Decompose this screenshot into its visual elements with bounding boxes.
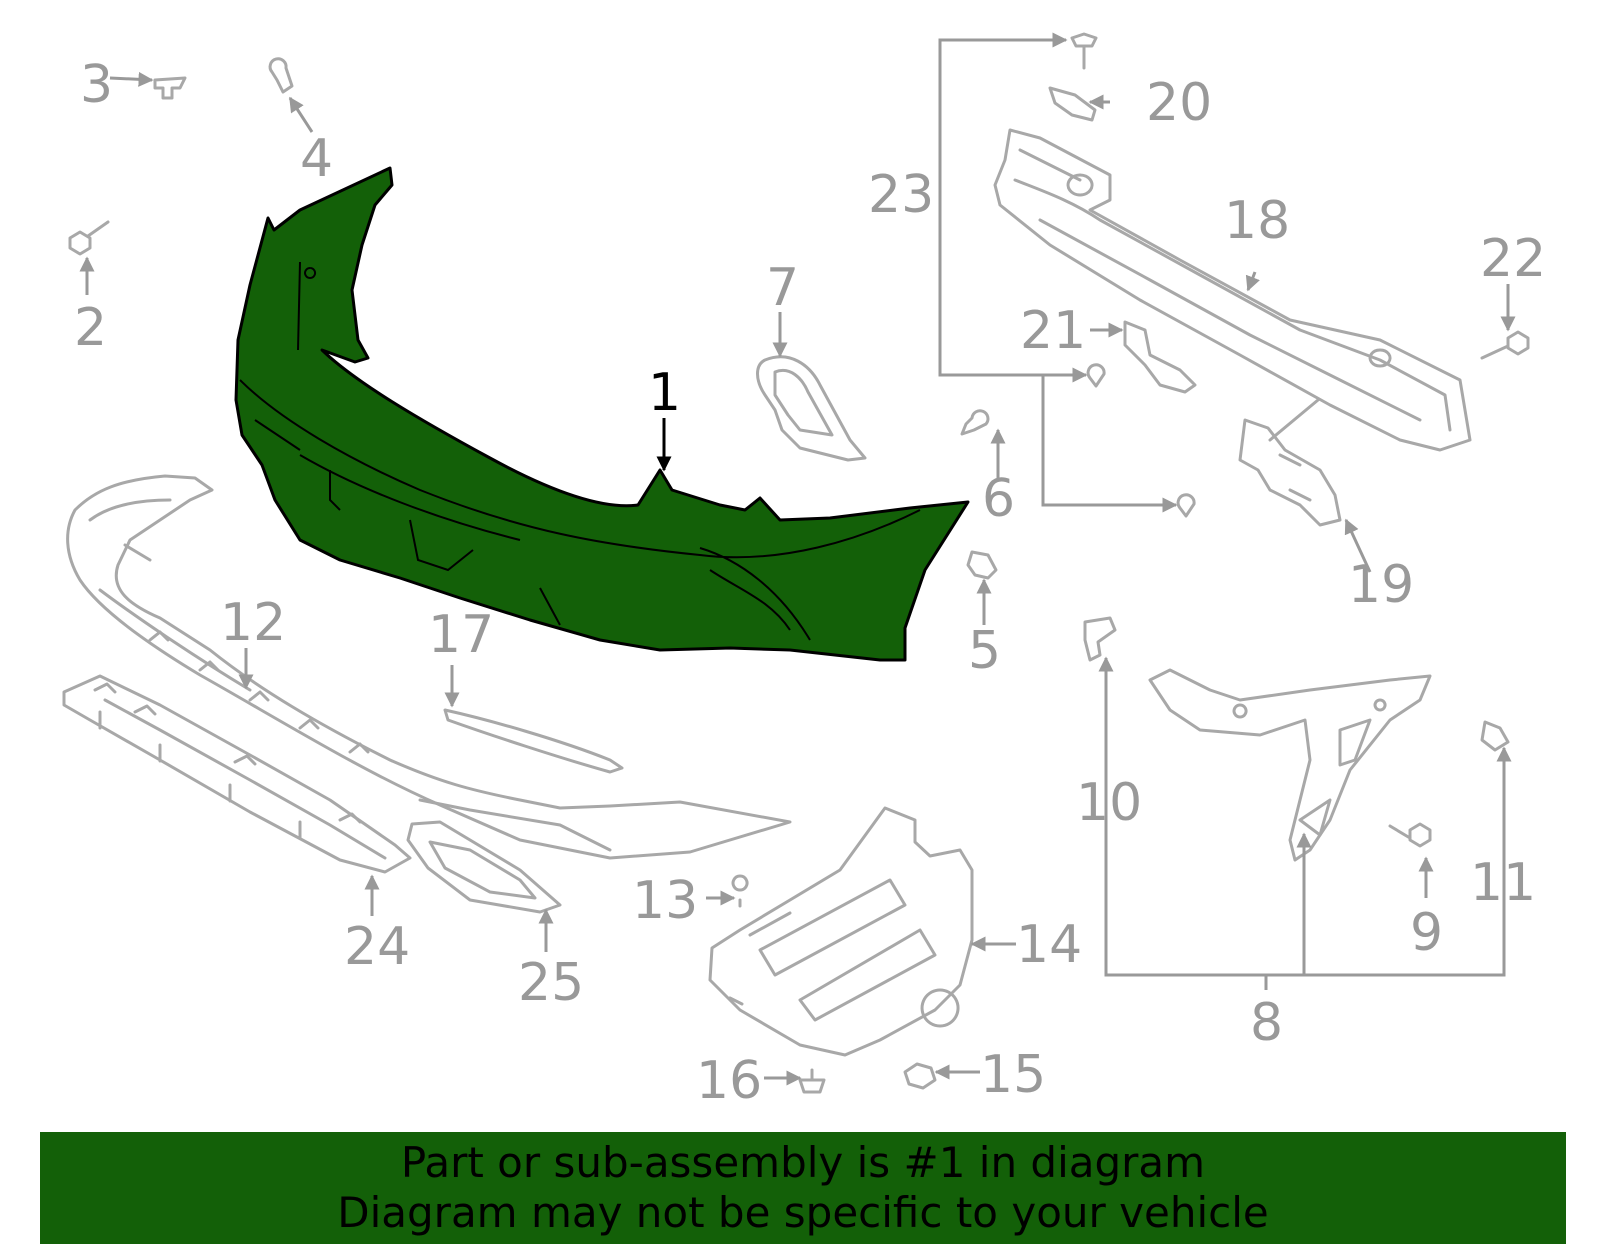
callout-2: 2 [74,298,107,358]
callout-10: 10 [1076,773,1142,833]
clip-part-11 [1480,720,1510,752]
callout-labels: 1 2 3 4 5 6 7 8 9 10 11 12 13 14 15 16 1… [74,55,1546,1111]
nut-part-5 [966,550,998,580]
bracket-part-8 [1148,668,1432,862]
info-banner: Part or sub-assembly is #1 in diagram Di… [40,1132,1566,1244]
callout-12: 12 [220,593,286,653]
bumper-cover-part-1 [234,166,970,662]
callout-14: 14 [1016,915,1082,975]
clip-part-13 [731,874,749,908]
callout-5: 5 [968,621,1001,681]
bolt-part-2 [68,220,110,256]
pushpin-part-4 [268,57,294,94]
parts-diagram: 1 2 3 4 5 6 7 8 9 10 11 12 13 14 15 16 1… [62,32,1546,1111]
callout-15: 15 [980,1045,1046,1105]
reinforcement-part-18 [993,128,1472,452]
bolt-part-23 [1070,32,1098,70]
bracket-part-19 [1238,398,1342,527]
bracket-part-21 [1123,320,1197,394]
bolt-part-23-lower [1086,363,1196,518]
undershield-part-14 [708,806,974,1057]
callout-13: 13 [632,871,698,931]
reflector-part-7 [756,355,867,462]
callout-3: 3 [80,55,113,115]
bolt-part-22 [1480,330,1530,360]
bracket-part-20 [1048,86,1097,122]
callout-6: 6 [982,469,1015,529]
callout-20: 20 [1146,73,1212,133]
callout-8: 8 [1250,993,1283,1053]
callout-25: 25 [518,953,584,1013]
callout-11: 11 [1470,853,1536,913]
leader-lines [79,32,1516,1086]
callout-1: 1 [648,363,681,423]
callout-17: 17 [428,605,494,665]
callout-19: 19 [1348,555,1414,615]
banner-line-2: Diagram may not be specific to your vehi… [337,1188,1269,1237]
bezel-part-25 [406,820,562,914]
callout-18: 18 [1224,191,1290,251]
retainer-part-10 [1083,616,1117,662]
lower-trim-part-12 [66,474,792,860]
callout-4: 4 [300,129,333,189]
bracket-part-24 [62,674,412,874]
clip-part-3 [153,76,187,100]
callout-22: 22 [1480,229,1546,289]
callout-9: 9 [1410,903,1443,963]
callout-7: 7 [766,258,799,318]
nut-part-15 [903,1062,937,1090]
bolt-part-9 [1388,822,1432,848]
callout-16: 16 [696,1051,762,1111]
clip-part-16 [798,1068,826,1094]
bolt-part-6 [960,409,990,436]
callout-23: 23 [868,165,934,225]
callout-24: 24 [344,917,410,977]
molding-part-17 [443,708,624,774]
callout-21: 21 [1020,301,1086,361]
banner-line-1: Part or sub-assembly is #1 in diagram [400,1138,1206,1187]
